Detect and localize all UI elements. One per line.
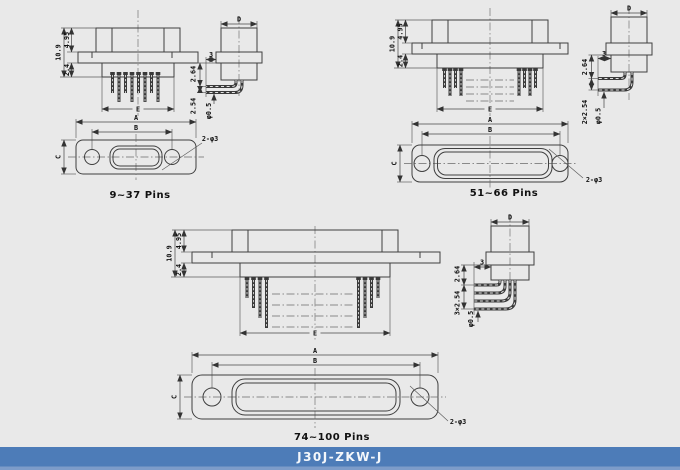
mount-holes-label: 2-φ3 [586,176,602,184]
dim-height-total: 10.9 [55,44,63,60]
dim-height-top: 4.95 [175,233,183,249]
dim-hole-span-b: B [488,126,492,134]
caption-74-100: 74~100 Pins [294,432,370,443]
dim-first-row: 2.64 [581,59,589,75]
bent-pins-side [474,280,517,311]
dim-row-pitch: 2×2.54 [581,100,589,125]
dim-length-a: A [134,114,138,122]
section-view-51-66: 10.9 4.95 2.4 E [389,8,569,116]
contact-pins-section [442,68,538,96]
dim-height-flange: 2.4 [175,264,183,276]
mount-holes-label: 2-φ3 [202,135,218,143]
part-number-label: J30J-ZKW-J [296,450,383,464]
section-dimensions: 10.9 4.95 2.4 E [389,19,544,114]
contact-pins-section [244,277,381,328]
caption-51-66: 51~66 Pins [470,188,539,199]
dim-first-row: 2.64 [454,266,462,282]
dim-pin-offset: 3 [602,50,606,58]
dim-pin-dia: φ0.5 [205,103,213,119]
side-view-51-66: D 3 2.64 2×2.54 φ0 [581,5,653,125]
dim-hole-span-b: B [134,124,138,132]
face-view-9-37: A B C 2-φ3 9~37 Pins [55,114,219,201]
side-dimensions: 3 2.64 2.54 φ0.5 [190,51,217,119]
dim-width-c: C [55,155,63,159]
dim-top-width-d: D [237,16,241,24]
dim-top-width-d: D [508,214,512,222]
dim-width-e: E [313,330,317,338]
section-view-9-37: 10.9 4.95 2.4 E [55,10,199,116]
side-dimensions: 3 2.64 2×2.54 φ0.5 [581,50,612,125]
dim-hole-span-b: B [313,357,317,365]
footer-bar-background [0,447,680,470]
dim-width-e: E [136,106,140,114]
hidden-pin-rows [466,79,514,102]
side-view-9-37: D 3 2.64 2.54 φ0.5 [190,16,263,119]
dim-length-a: A [488,116,492,124]
group-51-66-pins: 10.9 4.95 2.4 E D [389,5,653,199]
dim-height-flange: 2.4 [63,64,71,76]
dim-pin-offset: 3 [480,259,484,267]
group-9-37-pins: 10.9 4.95 2.4 E D [55,10,263,201]
dim-pin-offset: 3 [209,51,213,59]
group-74-100-pins: 10.9 4.95 2.4 E D [166,214,535,443]
bent-pins-side [206,80,244,94]
dim-width-c: C [171,395,179,399]
dim-row-pitch: 3×2.54 [454,291,462,316]
dim-width-e: E [488,106,492,114]
dim-height-total: 10.9 [389,36,397,52]
section-dimensions: 10.9 4.95 2.4 E [55,27,175,114]
face-view-74-100: A B C 2-φ3 74~100 Pins [171,347,467,443]
dim-height-top: 4.95 [63,32,71,48]
dim-height-top: 4.95 [397,23,405,39]
dim-first-row: 2.64 [190,66,198,82]
dim-height-flange: 2.4 [397,55,405,67]
mount-holes-label: 2-φ3 [450,418,466,426]
footer-bar: J30J-ZKW-J [0,447,680,470]
dim-pin-dia: φ0.5 [467,311,475,327]
section-dimensions: 10.9 4.95 2.4 E [166,229,391,338]
contact-pins-section [110,72,161,102]
side-view-74-100: D 3 2.6 [454,214,535,327]
dim-height-total: 10.9 [166,245,174,261]
dim-pin-dia: φ0.5 [595,108,603,124]
hidden-pin-rows [272,293,354,328]
caption-9-37: 9~37 Pins [109,190,170,201]
face-view-51-66: A B C 2-φ3 51~66 Pins [391,116,603,199]
dim-width-c: C [391,161,399,165]
side-dimensions: 3 2.64 3×2.54 φ0.5 [454,259,492,327]
dim-length-a: A [313,347,317,355]
section-view-74-100: 10.9 4.95 2.4 E [166,226,441,340]
dim-row-pitch: 2.54 [190,98,198,114]
footer-bar-strip [0,466,680,470]
dim-top-width-d: D [627,5,631,13]
bent-pins-side [598,72,634,92]
